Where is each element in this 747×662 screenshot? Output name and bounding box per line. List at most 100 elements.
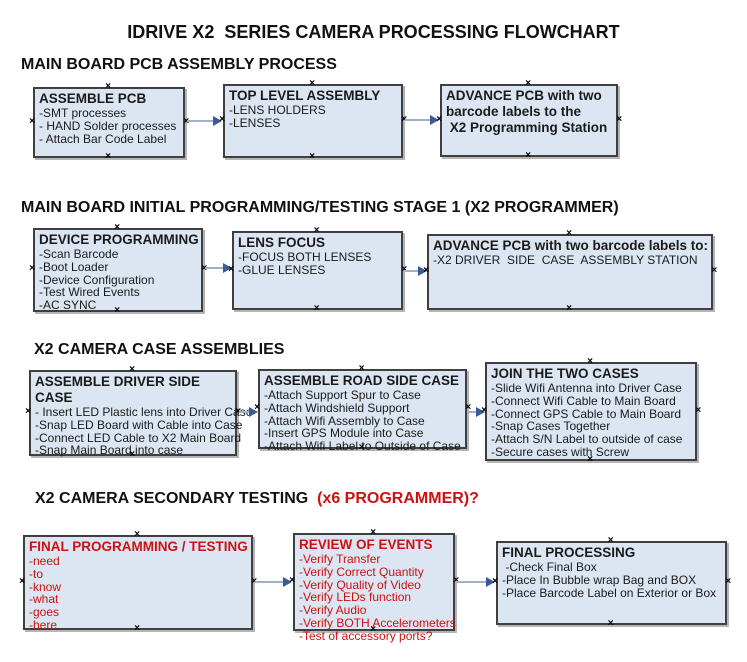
connector-arrow xyxy=(187,116,222,126)
resize-handle-icon xyxy=(134,622,140,636)
box-item: -SMT processes xyxy=(39,106,127,120)
resize-handle-icon xyxy=(105,150,111,164)
box-item: -Check Final Box xyxy=(502,560,597,574)
box-item: -Test Wired Events xyxy=(39,285,140,300)
section-heading-text: X2 CAMERA CASE ASSEMBLIES xyxy=(34,341,285,358)
box-title: ADVANCE PCB with two barcode labels to t… xyxy=(446,88,608,135)
box-items: -X2 DRIVER SIDE CASE ASSEMBLY STATION xyxy=(433,254,709,267)
section-heading-2: MAIN BOARD INITIAL PROGRAMMING/TESTING S… xyxy=(21,199,619,217)
box-item: -Snap Main Board into case xyxy=(35,443,184,458)
resize-handle-icon xyxy=(711,264,717,278)
resize-handle-icon xyxy=(608,534,614,548)
box-item: -Secure cases with Screw xyxy=(491,444,630,459)
process-box-assemble-road-side-case: ASSEMBLE ROAD SIDE CASE -Attach Support … xyxy=(258,369,467,452)
box-title: FINAL PROGRAMMING / TESTING xyxy=(29,539,248,554)
box-item: -LENS HOLDERS xyxy=(229,103,326,117)
box-item: -AC SYNC xyxy=(39,298,97,313)
resize-handle-icon xyxy=(134,528,140,542)
arrow-head-icon xyxy=(430,115,439,125)
box-item: -Verify LEDs function xyxy=(299,590,412,605)
resize-handle-icon xyxy=(566,302,572,316)
resize-handle-icon xyxy=(25,405,31,419)
process-box-lens-focus: LENS FOCUS -FOCUS BOTH LENSES-GLUE LENSE… xyxy=(232,231,403,310)
resize-handle-icon xyxy=(29,262,35,276)
box-item: -Attach S/N Label to outside of case xyxy=(491,432,683,447)
arrow-shaft xyxy=(187,120,215,122)
box-items: -LENS HOLDERS-LENSES xyxy=(229,104,399,130)
process-box-advance-pcb-programming-station: ADVANCE PCB with two barcode labels to t… xyxy=(440,84,618,157)
resize-handle-icon xyxy=(314,302,320,316)
section-heading-text: MAIN BOARD PCB ASSEMBLY PROCESS xyxy=(21,56,337,73)
process-box-final-processing: FINAL PROCESSING -Check Final Box-Place … xyxy=(496,541,727,625)
resize-handle-icon xyxy=(309,150,315,164)
resize-handle-icon xyxy=(219,113,225,127)
box-item: -here xyxy=(29,617,58,632)
resize-handle-icon xyxy=(129,363,135,377)
resize-handle-icon xyxy=(114,304,120,318)
box-item: -Snap LED Board with Cable into Case xyxy=(35,417,243,432)
arrow-shaft xyxy=(205,267,225,269)
box-items: -Check Final Box-Place In Bubble wrap Ba… xyxy=(502,561,723,599)
resize-handle-icon xyxy=(481,404,487,418)
box-title: DEVICE PROGRAMMING xyxy=(39,232,199,247)
resize-handle-icon xyxy=(370,526,376,540)
resize-handle-icon xyxy=(370,623,376,637)
resize-handle-icon xyxy=(587,355,593,369)
box-title: ADVANCE PCB with two barcode labels to: xyxy=(433,238,709,253)
process-box-assemble-driver-side-case: ASSEMBLE DRIVER SIDE CASE - Insert LED P… xyxy=(29,370,253,458)
box-title: ASSEMBLE PCB xyxy=(39,91,147,106)
arrow-shaft xyxy=(239,411,251,413)
box-item: - HAND Solder processes xyxy=(39,118,177,133)
resize-handle-icon xyxy=(492,575,498,589)
box-item: -Test of accessory ports? xyxy=(299,628,433,643)
box-item: -Connect Wifi Cable to Main Board xyxy=(491,393,676,408)
process-box-join-the-two-cases: JOIN THE TWO CASES -Slide Wifi Antenna i… xyxy=(485,362,697,461)
resize-handle-icon xyxy=(566,227,572,241)
box-item: -Connect LED Cable to X2 Main Board xyxy=(35,430,242,445)
box-item: - Insert LED Plastic lens into Driver Ca… xyxy=(35,405,253,419)
resize-handle-icon xyxy=(436,113,442,127)
box-item: -Connect GPS Cable to Main Board xyxy=(491,406,682,421)
box-items: -SMT processes- HAND Solder processes- A… xyxy=(39,107,181,145)
section-heading-4: X2 CAMERA SECONDARY TESTING (x6 PROGRAMM… xyxy=(35,490,479,508)
box-item: -FOCUS BOTH LENSES xyxy=(238,250,372,264)
resize-handle-icon xyxy=(525,77,531,91)
section-heading-red-text: (x6 PROGRAMMER)? xyxy=(308,490,479,507)
box-item: -goes xyxy=(29,605,60,620)
box-item: -Verify Audio xyxy=(299,603,367,618)
box-item: -know xyxy=(29,579,62,594)
process-box-assemble-pcb: ASSEMBLE PCB -SMT processes- HAND Solder… xyxy=(33,87,185,158)
box-title: REVIEW OF EVENTS xyxy=(299,537,433,552)
process-box-advance-pcb-case-assembly: ADVANCE PCB with two barcode labels to: … xyxy=(427,234,713,310)
box-item: -what xyxy=(29,592,59,607)
process-box-top-level-assembly: TOP LEVEL ASSEMBLY -LENS HOLDERS-LENSES xyxy=(223,84,403,158)
process-box-device-programming: DEVICE PROGRAMMING -Scan Barcode-Boot Lo… xyxy=(33,228,203,312)
box-items: -Scan Barcode-Boot Loader-Device Configu… xyxy=(39,248,199,312)
section-heading-text: X2 CAMERA SECONDARY TESTING xyxy=(35,490,309,507)
box-title: JOIN THE TWO CASES xyxy=(491,366,639,381)
process-box-review-of-events: REVIEW OF EVENTS -Verify Transfer-Verify… xyxy=(293,533,456,642)
resize-handle-icon xyxy=(289,574,295,588)
connector-arrow xyxy=(457,577,495,587)
box-items: -FOCUS BOTH LENSES-GLUE LENSES xyxy=(238,251,399,277)
box-item: -Attach Windshield Support xyxy=(264,400,410,415)
resize-handle-icon xyxy=(19,575,25,589)
box-title: FINAL PROCESSING xyxy=(502,545,636,560)
box-item: -Insert GPS Module into Case xyxy=(264,426,424,441)
connector-arrow xyxy=(405,115,439,125)
flowchart-title: IDRIVE X2 SERIES CAMERA PROCESSING FLOWC… xyxy=(127,22,620,42)
box-item: -Boot Loader xyxy=(39,259,109,274)
resize-handle-icon xyxy=(359,441,365,455)
arrow-head-icon xyxy=(213,116,222,126)
resize-handle-icon xyxy=(525,149,531,163)
arrow-shaft xyxy=(405,119,432,121)
resize-handle-icon xyxy=(423,264,429,278)
resize-handle-icon xyxy=(105,80,111,94)
arrow-shaft xyxy=(405,270,420,272)
arrow-head-icon xyxy=(283,577,292,587)
resize-handle-icon xyxy=(725,575,731,589)
arrow-shaft xyxy=(457,581,488,583)
box-title: ASSEMBLE DRIVER SIDE CASE xyxy=(35,374,204,405)
arrow-shaft xyxy=(469,411,478,413)
